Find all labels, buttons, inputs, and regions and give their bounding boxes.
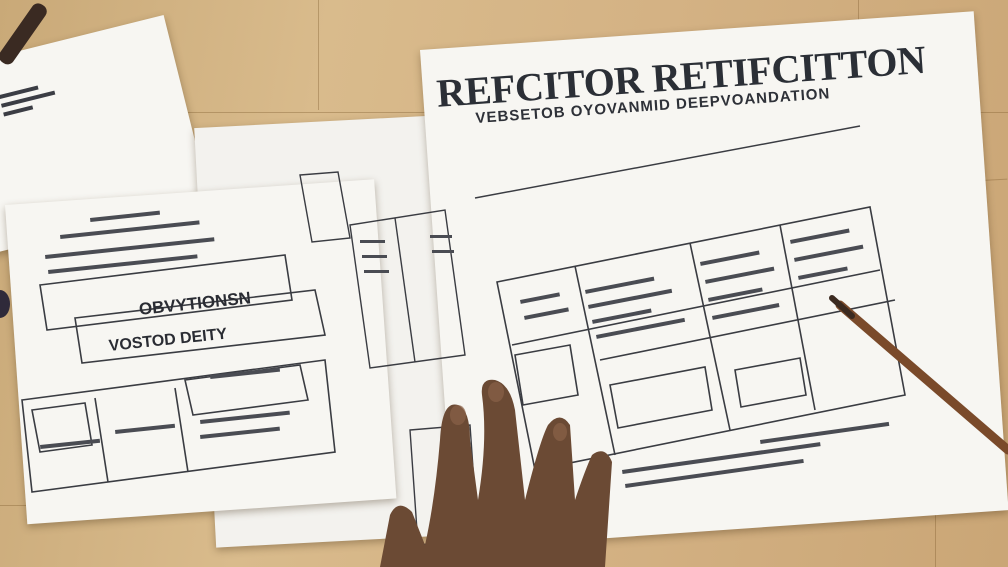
left-form-text: [40, 210, 290, 449]
left-form-diagram: [21, 254, 336, 493]
object-edge-left: [0, 290, 10, 318]
main-diagram-text: [520, 228, 890, 488]
